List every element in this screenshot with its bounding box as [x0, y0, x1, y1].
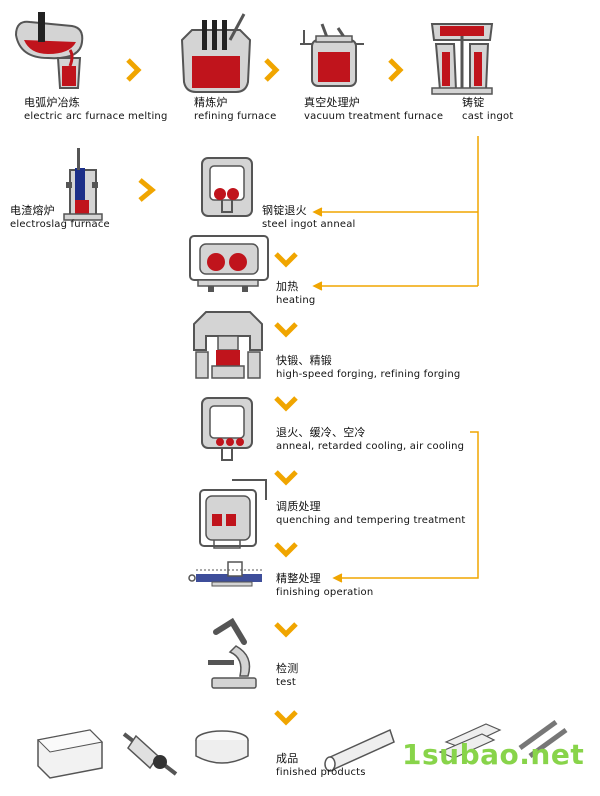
step-forging-en: high-speed forging, refining forging	[276, 369, 461, 380]
step-refining-zh: 精炼炉	[194, 96, 228, 109]
step-finishing-label: 精整处理 finishing operation	[276, 572, 373, 600]
step-finishing-en: finishing operation	[276, 587, 374, 598]
chevron-right-icon	[388, 58, 404, 82]
step-eaf-en: electric arc furnace melting	[24, 111, 168, 122]
chevron-down-icon	[274, 252, 298, 268]
product-shaft-icon	[122, 732, 178, 776]
step-cooling-en: anneal, retarded cooling, air cooling	[276, 441, 465, 452]
step-forging-label: 快锻、精锻 high-speed forging, refining forgi…	[276, 354, 460, 382]
cast-to-anneal-connector	[312, 136, 479, 291]
step-cooling-label: 退火、缓冷、空冷 anneal, retarded cooling, air c…	[276, 426, 464, 454]
chevron-right-icon	[126, 58, 142, 82]
step-heating-zh: 加热	[276, 280, 299, 293]
chevron-right-icon	[264, 58, 280, 82]
step-quench-label: 调质处理 quenching and tempering treatment	[276, 500, 465, 528]
forging-press-icon	[193, 311, 263, 379]
chevron-down-icon	[274, 396, 298, 412]
chevron-down-icon	[274, 322, 298, 338]
electric-arc-furnace-icon	[14, 12, 84, 89]
step-vacuum-zh: 真空处理炉	[304, 96, 360, 109]
refining-furnace-icon	[180, 13, 252, 93]
chevron-right-icon	[138, 178, 156, 202]
step-refining-label: 精炼炉 refining furnace	[194, 96, 276, 124]
watermark: 1subao.net	[402, 738, 585, 771]
step-products-en: finished products	[276, 767, 366, 778]
step-cast-en: cast ingot	[462, 111, 514, 122]
step-cooling-zh: 退火、缓冷、空冷	[276, 426, 366, 439]
step-anneal-ingot-label: 钢锭退火 steel ingot anneal	[262, 204, 356, 232]
step-eaf-zh: 电弧炉冶炼	[24, 96, 80, 109]
step-refining-en: refining furnace	[194, 111, 277, 122]
step-products-label: 成品 finished products	[276, 752, 366, 780]
product-block-icon	[36, 729, 104, 779]
finishing-machine-icon	[188, 561, 262, 587]
step-cast-label: 铸锭 cast ingot	[462, 96, 513, 124]
cooling-to-finishing-connector	[332, 431, 479, 583]
step-heating-en: heating	[276, 295, 316, 306]
chevron-down-icon	[274, 622, 298, 638]
chevron-down-icon	[274, 470, 298, 486]
vacuum-furnace-icon	[300, 23, 364, 87]
step-finishing-zh: 精整处理	[276, 572, 321, 585]
step-quench-en: quenching and tempering treatment	[276, 515, 466, 526]
step-vacuum-en: vacuum treatment furnace	[304, 111, 444, 122]
step-esr-zh: 电渣熔炉	[10, 204, 55, 217]
quench-temper-furnace-icon	[199, 479, 267, 549]
step-test-en: test	[276, 677, 297, 688]
step-products-zh: 成品	[276, 752, 299, 765]
cast-ingot-icon	[430, 23, 494, 95]
product-bars-icon	[438, 719, 568, 759]
step-forging-zh: 快锻、精锻	[276, 354, 332, 367]
product-disc-icon	[195, 730, 249, 764]
step-test-label: 检测 test	[276, 662, 298, 690]
step-esr-label: 电渣熔炉 electroslag furnace	[10, 204, 110, 232]
step-eaf-label: 电弧炉冶炼 electric arc furnace melting	[24, 96, 168, 124]
chevron-down-icon	[274, 710, 298, 726]
step-anneal-ingot-en: steel ingot anneal	[262, 219, 356, 230]
product-tube-icon	[324, 728, 395, 772]
electroslag-furnace-icon	[63, 148, 103, 221]
chevron-down-icon	[274, 542, 298, 558]
step-vacuum-label: 真空处理炉 vacuum treatment furnace	[304, 96, 443, 124]
step-quench-zh: 调质处理	[276, 500, 321, 513]
microscope-icon	[208, 617, 257, 689]
heating-furnace-icon	[189, 235, 269, 292]
step-heating-label: 加热 heating	[276, 280, 315, 308]
step-esr-en: electroslag furnace	[10, 219, 110, 230]
step-cast-zh: 铸锭	[462, 96, 485, 109]
step-test-zh: 检测	[276, 662, 299, 675]
step-anneal-ingot-zh: 钢锭退火	[262, 204, 307, 217]
cooling-furnace-icon	[201, 397, 253, 461]
ingot-anneal-furnace-icon	[201, 157, 253, 217]
